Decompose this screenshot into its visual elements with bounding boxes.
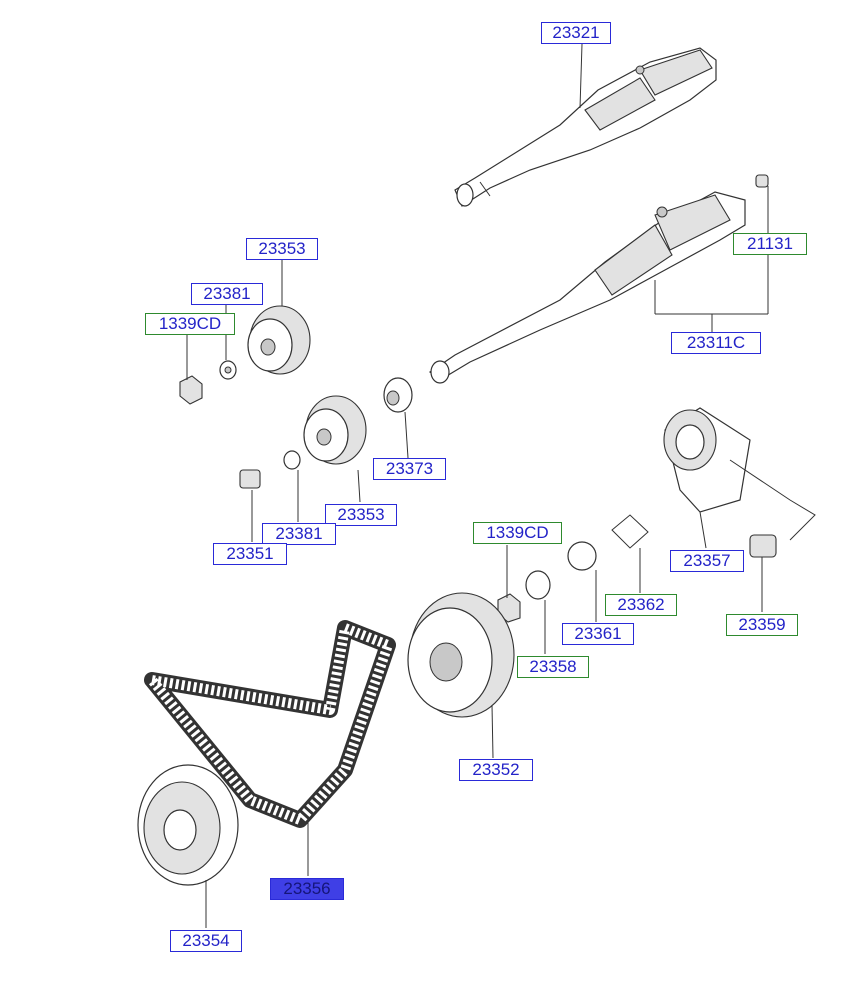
label-1339cd-lower[interactable]: 1339CD — [473, 522, 562, 544]
label-21131[interactable]: 21131 — [733, 233, 807, 255]
crank-pulley-drawing — [137, 764, 239, 886]
label-23358[interactable]: 23358 — [517, 656, 589, 678]
label-23373[interactable]: 23373 — [373, 458, 446, 480]
timing-gear-upper-drawing — [179, 305, 311, 405]
label-23361[interactable]: 23361 — [562, 623, 634, 645]
label-23352[interactable]: 23352 — [459, 759, 533, 781]
label-23321[interactable]: 23321 — [541, 22, 611, 44]
belt-tensioner-drawing — [497, 407, 816, 623]
timing-belt-drawing — [144, 620, 396, 828]
label-23353-middle[interactable]: 23353 — [325, 504, 397, 526]
label-23362[interactable]: 23362 — [605, 594, 677, 616]
label-23381-middle[interactable]: 23381 — [262, 523, 336, 545]
timing-gear-middle-drawing — [239, 377, 413, 489]
label-23356-selected[interactable]: 23356 — [270, 878, 344, 900]
label-23357[interactable]: 23357 — [670, 550, 744, 572]
crankshaft-lower-drawing — [428, 174, 769, 384]
label-23359[interactable]: 23359 — [726, 614, 798, 636]
crankshaft-upper-drawing — [454, 47, 717, 207]
label-23381-upper[interactable]: 23381 — [191, 283, 263, 305]
crank-sprocket-drawing — [407, 592, 515, 718]
label-23311c[interactable]: 23311C — [671, 332, 761, 354]
label-23351[interactable]: 23351 — [213, 543, 287, 565]
label-23354[interactable]: 23354 — [170, 930, 242, 952]
label-1339cd-upper[interactable]: 1339CD — [145, 313, 235, 335]
label-23353-upper[interactable]: 23353 — [246, 238, 318, 260]
